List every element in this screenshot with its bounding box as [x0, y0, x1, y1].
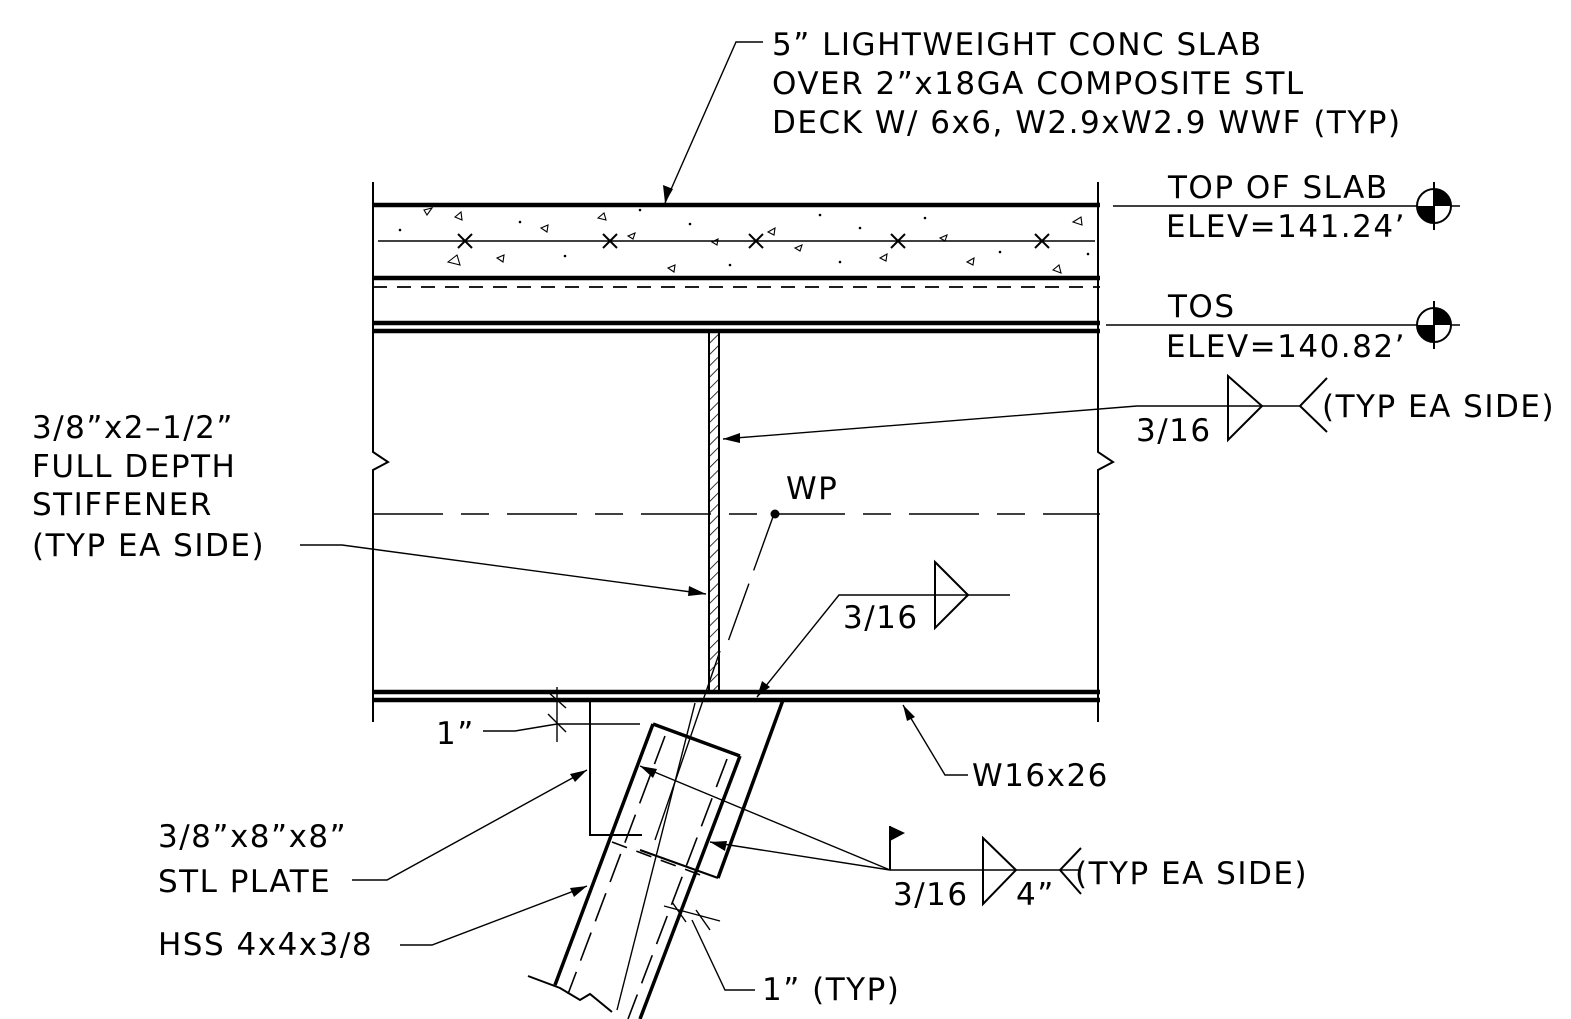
slab-note: 5” LIGHTWEIGHT CONC SLAB OVER 2”x18GA CO…: [663, 27, 1402, 204]
stiffener-weld-symbol: 3/16 (TYP EA SIDE): [722, 373, 1555, 449]
hss-callout: HSS 4x4x3/8: [158, 885, 588, 963]
tos-label: TOS: [1167, 289, 1236, 325]
stiffener-note-line4: (TYP EA SIDE): [32, 528, 265, 564]
slab-note-line3: DECK W/ 6x6, W2.9xW2.9 WWF (TYP): [772, 105, 1402, 141]
stiffener-note-line1: 3/8”x2–1/2”: [32, 410, 234, 446]
plate-note-line2: STL PLATE: [158, 864, 331, 900]
work-point-marker: [770, 509, 780, 519]
weld-fillet-symbol-icon: [1227, 373, 1264, 443]
slab-note-line2: OVER 2”x18GA COMPOSITE STL: [772, 66, 1305, 102]
plate-offset-dimension: 1”: [436, 687, 640, 752]
elevation-marker-icon: [1416, 182, 1452, 230]
hss-offset-dimension: 1” (TYP): [663, 901, 900, 1008]
hss-weld-symbol: 3/16 4” (TYP EA SIDE): [639, 765, 1308, 913]
w16x26-beam: [372, 182, 1115, 722]
stiffener-note: 3/8”x2–1/2” FULL DEPTH STIFFENER (TYP EA…: [32, 410, 707, 596]
concrete-aggregate: [398, 207, 1090, 274]
tos-elev: ELEV=140.82’: [1166, 329, 1406, 365]
top-of-slab-marker: TOP OF SLAB ELEV=141.24’: [1113, 170, 1460, 245]
wwf-mesh-marks: [457, 233, 1050, 249]
weld-fillet-symbol-icon: [982, 835, 1018, 907]
plate-weld-size: 3/16: [843, 600, 919, 636]
hss-weld-length: 4”: [1016, 877, 1055, 913]
concrete-slab: [373, 202, 1100, 288]
hss-weld-note: (TYP EA SIDE): [1075, 856, 1308, 892]
weld-fillet-symbol-icon: [934, 559, 970, 631]
stiffener-note-line3: STIFFENER: [32, 487, 213, 523]
hss-offset-label: 1” (TYP): [762, 972, 900, 1008]
beam-label: W16x26: [972, 758, 1109, 794]
plate-note-line1: 3/8”x8”x8”: [158, 819, 347, 855]
beam-callout: W16x26: [902, 704, 1109, 794]
elevation-marker-icon: [1416, 301, 1452, 349]
top-of-slab-elev: ELEV=141.24’: [1166, 209, 1406, 245]
full-depth-stiffener: [708, 331, 720, 693]
tos-marker: TOS ELEV=140.82’: [1106, 289, 1460, 365]
hss-weld-size: 3/16: [893, 877, 969, 913]
plate-offset-label: 1”: [436, 716, 475, 752]
stiffener-weld-note: (TYP EA SIDE): [1322, 389, 1555, 425]
plate-weld-symbol: 3/16: [756, 559, 1010, 698]
slab-note-line1: 5” LIGHTWEIGHT CONC SLAB: [772, 27, 1263, 63]
plate-note: 3/8”x8”x8” STL PLATE: [158, 769, 588, 900]
work-point-label: WP: [786, 471, 838, 507]
hss-label: HSS 4x4x3/8: [158, 927, 373, 963]
hss-brace: [527, 513, 775, 1019]
top-of-slab-label: TOP OF SLAB: [1167, 170, 1389, 206]
stiffener-note-line2: FULL DEPTH: [32, 449, 236, 485]
stl-plate: [589, 699, 785, 879]
stiffener-weld-size: 3/16: [1136, 413, 1212, 449]
field-weld-flag-icon: [889, 826, 905, 870]
